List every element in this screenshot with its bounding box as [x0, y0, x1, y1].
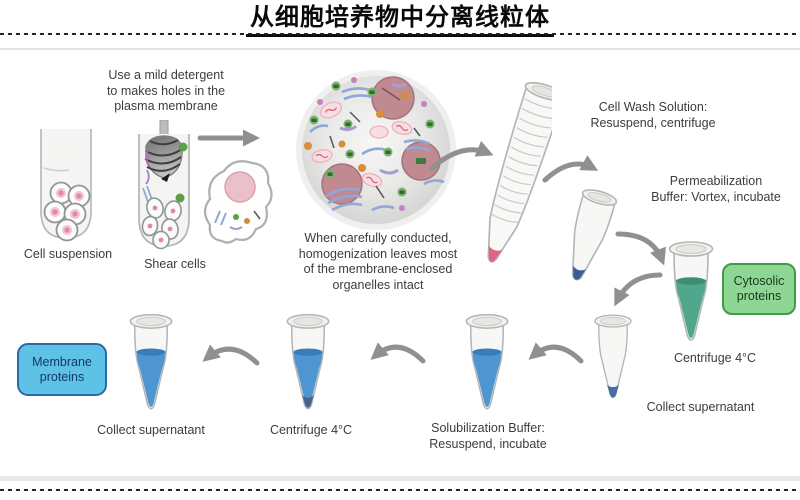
collect-bottom-label: Collect supernatant: [97, 423, 205, 437]
bottom-dashed-divider: [0, 489, 800, 491]
centrifuge-right-label: Centrifuge 4°C: [673, 351, 757, 365]
cell-suspension-tube: [40, 129, 92, 242]
permeabilization-label: Permeabilization Buffer: Vortex, incubat…: [651, 174, 781, 204]
detergent-note: Use a mild detergent to makes holes in t…: [106, 68, 226, 113]
centrifuge-bottom-label: Centrifuge 4°C: [269, 423, 353, 437]
cytosolic-proteins-box: Cytosolic proteins: [722, 263, 796, 315]
pellet-tube-tilted: [571, 189, 617, 281]
centrifuge-tube-bottom: [286, 313, 330, 410]
collect-supernatant-tube-right: [594, 314, 632, 399]
homogenate-illustration: [296, 70, 456, 230]
flow-arrow-icon-to-collect-right: [614, 272, 663, 307]
conical-centrifuge-tube: [487, 81, 552, 263]
shear-cells-label: Shear cells: [144, 257, 206, 271]
flow-arrow-icon-shear: [197, 129, 260, 147]
page-title: 从细胞培养物中分离线粒体: [246, 3, 554, 37]
top-dashed-divider: [0, 33, 800, 35]
collect-supernatant-tube-bottom: [129, 313, 173, 410]
flow-arrow-icon-to-solubilization: [528, 342, 584, 364]
membrane-proteins-box: Membrane proteins: [17, 343, 107, 396]
collect-right-label: Collect supernatant: [646, 400, 755, 414]
homogenization-note: When carefully conducted, homogenization…: [298, 231, 458, 292]
cytosolic-fraction-tube: [668, 241, 714, 341]
flow-arrow-icon-to-centrifuge-bottom: [370, 342, 426, 364]
flow-arrow-icon-to-cytosolic: [615, 231, 666, 266]
cell-wash-label: Cell Wash Solution: Resuspend, centrifug…: [590, 100, 716, 130]
solubilization-label: Solubilization Buffer: Resuspend, incuba…: [429, 421, 547, 451]
header: 从细胞培养物中分离线粒体: [0, 3, 800, 37]
flow-arrow-icon-to-collect-bottom: [202, 344, 260, 366]
shear-cells-tube: [138, 120, 190, 250]
bottom-gray-rule: [0, 476, 800, 481]
top-gray-rule: [0, 48, 800, 50]
cell-suspension-label: Cell suspension: [23, 247, 113, 261]
solubilization-tube: [465, 313, 509, 410]
flow-arrow-icon-to-wash: [429, 140, 494, 171]
lysed-cell-illustration: [203, 160, 273, 244]
flow-arrow-icon-to-permeabilization: [542, 155, 599, 183]
